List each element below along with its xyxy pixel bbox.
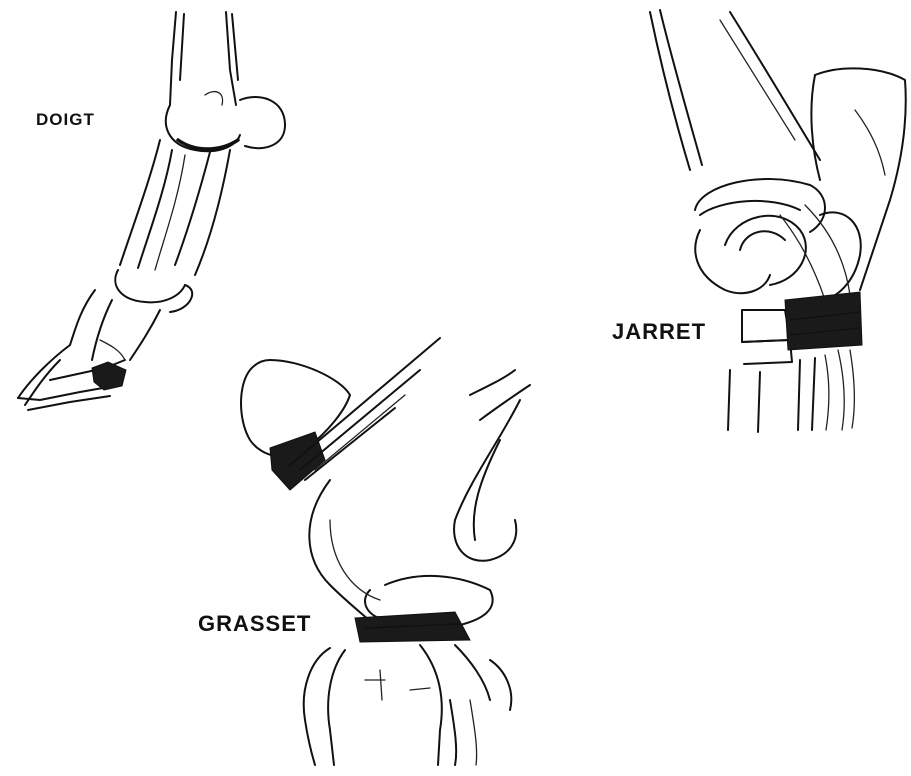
label-hock: JARRET [612,319,706,345]
label-stifle: GRASSET [198,611,311,637]
digit-illustration [18,12,285,410]
stifle-illustration [241,338,530,765]
hock-illustration [650,10,906,432]
label-digit: DOIGT [36,110,95,130]
